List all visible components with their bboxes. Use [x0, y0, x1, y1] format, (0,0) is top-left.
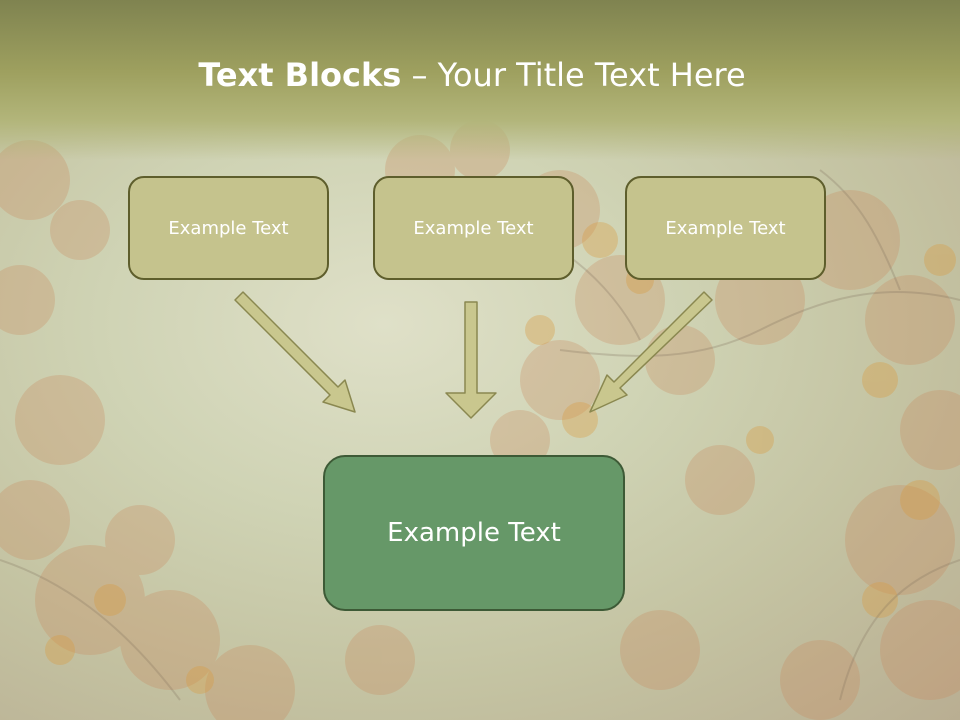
- arrow-center-down: [445, 301, 497, 419]
- text-block-2-label: Example Text: [413, 217, 534, 239]
- text-block-1: Example Text: [128, 176, 329, 280]
- target-text-block: Example Text: [323, 455, 625, 611]
- arrow-left-diagonal: [234, 291, 356, 413]
- slide-title: Text Blocks – Your Title Text Here: [0, 52, 944, 98]
- title-separator: –: [401, 56, 438, 94]
- text-block-3: Example Text: [625, 176, 826, 280]
- header-band: [0, 0, 960, 160]
- text-block-2: Example Text: [373, 176, 574, 280]
- target-text-block-label: Example Text: [387, 518, 561, 548]
- title-rest-part: Your Title Text Here: [437, 56, 746, 94]
- text-block-1-label: Example Text: [168, 217, 289, 239]
- arrow-right-diagonal: [589, 291, 713, 413]
- title-bold-part: Text Blocks: [198, 56, 402, 94]
- text-block-3-label: Example Text: [665, 217, 786, 239]
